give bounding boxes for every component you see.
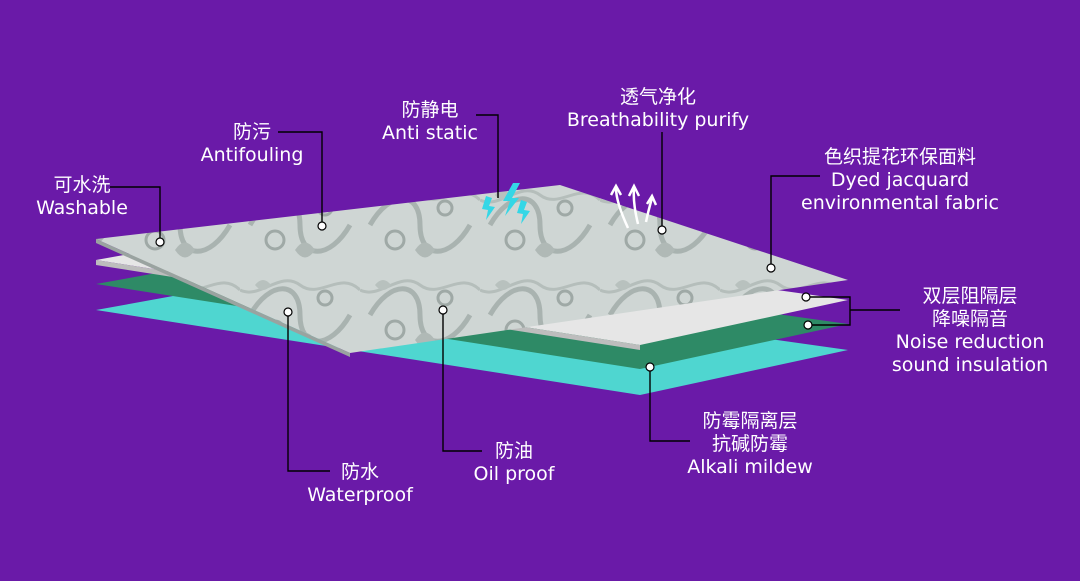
washable-cn: 可水洗 xyxy=(53,174,111,196)
washable-en: Washable xyxy=(36,197,128,219)
label-alkali-mildew: 防霉隔离层 抗碱防霉 Alkali mildew xyxy=(680,410,820,479)
label-dyed-fabric: 色织提花环保面料 Dyed jacquard environmental fab… xyxy=(800,146,1000,215)
mildew-cn1: 防霉隔离层 xyxy=(702,410,798,432)
water-cn: 防水 xyxy=(340,461,379,483)
water-en: Waterproof xyxy=(307,484,413,506)
label-washable: 可水洗 Washable xyxy=(30,174,134,220)
noise-en2: sound insulation xyxy=(891,354,1049,376)
breathability-en: Breathability purify xyxy=(566,109,750,131)
label-waterproof: 防水 Waterproof xyxy=(302,461,418,507)
lightning-icon xyxy=(482,183,530,224)
mildew-en: Alkali mildew xyxy=(687,456,813,478)
label-antistatic: 防静电 Anti static xyxy=(380,99,480,145)
mildew-cn2: 抗碱防霉 xyxy=(711,433,788,455)
antistatic-en: Anti static xyxy=(382,122,478,144)
antistatic-cn: 防静电 xyxy=(401,99,459,121)
noise-cn2: 降噪隔音 xyxy=(931,308,1008,330)
noise-cn1: 双层阻隔层 xyxy=(922,285,1018,307)
breath-arrows-icon xyxy=(609,183,658,229)
breathability-cn: 透气净化 xyxy=(619,86,696,108)
antifouling-en: Antifouling xyxy=(200,144,304,166)
label-oil-proof: 防油 Oil proof xyxy=(468,440,560,486)
dyed-en1: Dyed jacquard xyxy=(830,169,970,191)
label-antifouling: 防污 Antifouling xyxy=(192,121,312,167)
label-noise-reduction: 双层阻隔层 降噪隔音 Noise reduction sound insulat… xyxy=(888,285,1052,377)
fabric-top-edge xyxy=(96,239,350,357)
label-breathability: 透气净化 Breathability purify xyxy=(560,86,756,132)
leader-lines xyxy=(110,114,900,472)
oil-cn: 防油 xyxy=(494,440,533,462)
antifouling-cn: 防污 xyxy=(232,121,271,143)
marker-dots xyxy=(155,221,813,372)
dyed-en2: environmental fabric xyxy=(801,192,999,214)
noise-en1: Noise reduction xyxy=(895,331,1045,353)
dyed-cn: 色织提花环保面料 xyxy=(823,146,976,168)
oil-en: Oil proof xyxy=(473,463,555,485)
